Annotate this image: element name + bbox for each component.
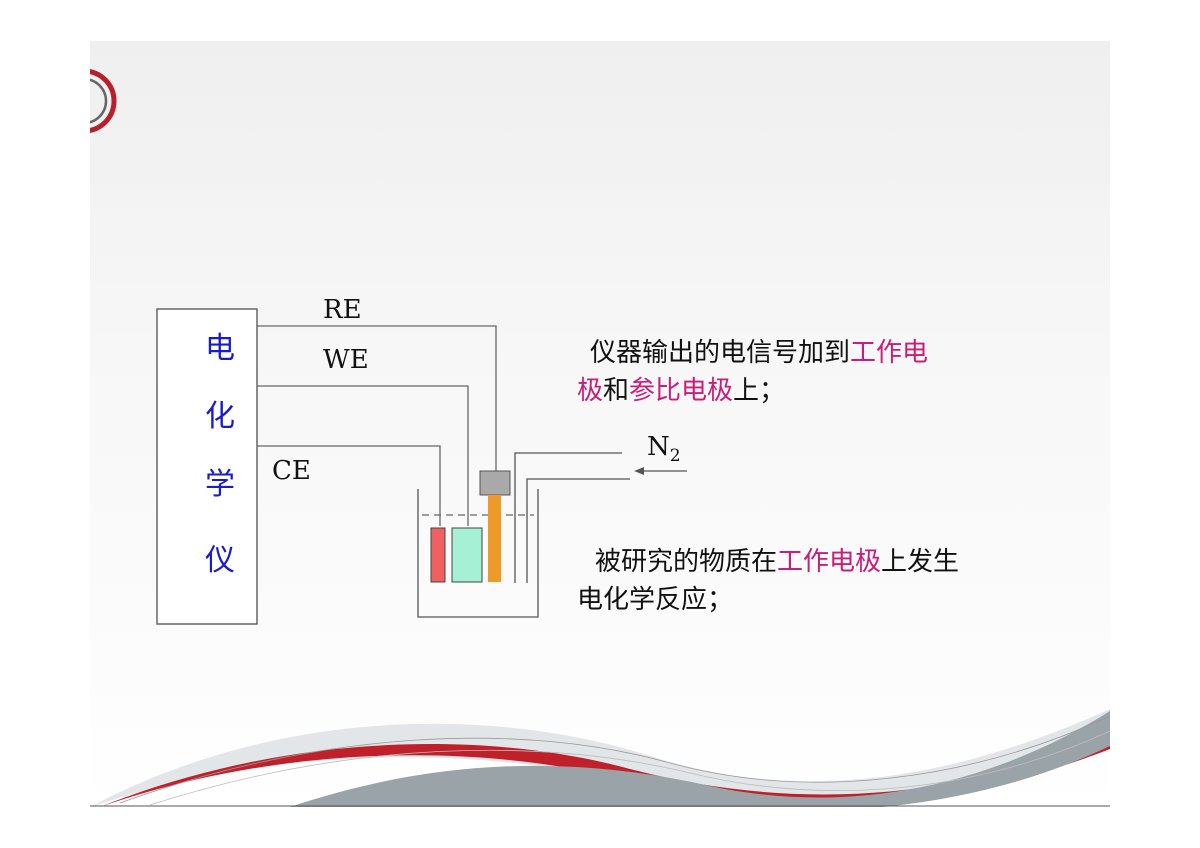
swoosh-gray-front	[290, 711, 1110, 807]
working-electrode	[451, 527, 483, 583]
gas-tube-inner	[526, 478, 630, 583]
swoosh-line-1	[119, 715, 1110, 804]
slide: 电 化 学 仪 RE WE CE N2 仪器输出的电信号加到工作电 极和参比电极…	[90, 41, 1110, 807]
reference-electrode-cap	[479, 470, 511, 496]
gas-label: N2	[647, 434, 681, 465]
we-wire	[257, 385, 469, 526]
ce-label: CE	[272, 456, 311, 486]
re-label: RE	[323, 295, 362, 325]
instrument-char-4: 仪	[205, 543, 235, 578]
text-bottom-line-2: 电化学反应；	[577, 581, 1057, 619]
text-top-seg4: 和	[603, 376, 630, 406]
reference-electrode	[488, 495, 501, 582]
text-bottom-seg2: 工作电极	[777, 547, 882, 577]
text-top: 仪器输出的电信号加到工作电 极和参比电极上；	[577, 334, 1037, 410]
gas-label-base: N	[647, 432, 670, 462]
ce-wire	[257, 445, 441, 526]
text-top-seg2: 工作电	[850, 338, 929, 368]
logo-ring-icon	[90, 69, 117, 133]
text-top-seg3: 极	[577, 376, 604, 406]
text-bottom-seg3: 上发生	[881, 547, 960, 577]
beaker	[417, 489, 539, 618]
text-bottom-seg4: 电化学反应；	[577, 585, 734, 615]
text-top-line-2: 极和参比电极上；	[577, 372, 1037, 410]
logo-ring-inner-icon	[90, 78, 108, 124]
instrument-char-3: 学	[205, 467, 235, 502]
gas-label-subscript: 2	[669, 446, 681, 467]
instrument-char-1: 电	[205, 331, 235, 366]
text-top-seg6: 上；	[733, 376, 786, 406]
text-top-seg5: 参比电极	[629, 376, 734, 406]
text-bottom-seg1: 被研究的物质在	[595, 547, 778, 577]
text-top-line-1: 仪器输出的电信号加到工作电	[577, 334, 1037, 372]
instrument-label-panel	[176, 326, 238, 606]
gas-arrow-head-icon	[634, 467, 644, 475]
we-label: WE	[323, 345, 369, 375]
text-top-seg1: 仪器输出的电信号加到	[590, 338, 851, 368]
re-wire	[257, 325, 497, 471]
swoosh-line-2	[149, 730, 1110, 806]
text-bottom-line-1: 被研究的物质在工作电极上发生	[577, 543, 1057, 581]
text-bottom: 被研究的物质在工作电极上发生 电化学反应；	[577, 543, 1057, 619]
counter-electrode	[430, 527, 446, 583]
gas-tube-outer	[514, 452, 622, 583]
instrument-char-2: 化	[205, 399, 235, 434]
diagram-canvas	[90, 69, 1110, 807]
swoosh-gray-back	[90, 709, 1110, 807]
